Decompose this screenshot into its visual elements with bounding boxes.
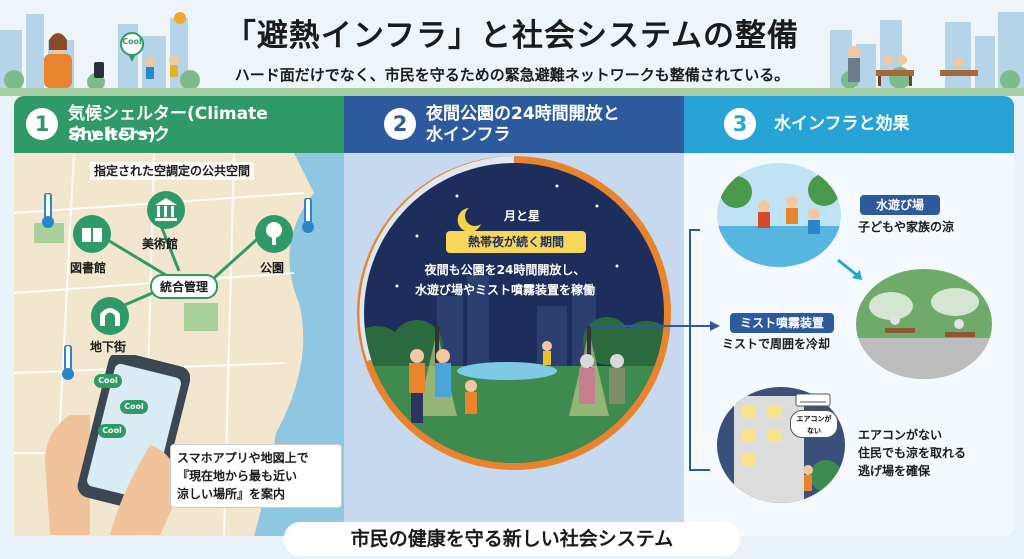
moon-stars-label: 月と星 [503, 209, 540, 223]
phone-cool-badge: Cool [120, 400, 148, 414]
park-tree-icon [255, 215, 293, 253]
section1-title-line2: ネットワーク [68, 125, 170, 145]
section3-title: 水インフラと効果 [774, 114, 910, 134]
node-hub-label: 統合管理 [150, 274, 219, 299]
air-conditioner-icon [795, 393, 831, 407]
map-caption: 指定された空調定の公共空間 [90, 162, 255, 180]
header-skyline-illustration [0, 0, 1024, 96]
aircon-desc-line2: 住民でも涼を取れる [858, 446, 967, 460]
section2-desc-line1: 夜間も公園を24時間開放し、 [424, 263, 586, 277]
mist-label: ミスト噴霧装置 [730, 313, 834, 333]
section2-header: 2 夜間公園の24時間開放と 水インフラ [344, 96, 684, 153]
app-note-line2: 『現在地から最も近い [177, 469, 298, 483]
node-park-label: 公園 [260, 261, 285, 275]
museum-icon [147, 191, 185, 229]
aircon-bubble-line2: ない [807, 427, 821, 435]
section2-title-line2: 水インフラ [426, 125, 511, 145]
section2-title-line1: 夜間公園の24時間開放と [426, 104, 620, 124]
mist-desc: ミストで周囲を冷却 [722, 337, 831, 351]
page-subtitle: ハード面だけでなく、市民を守るための緊急避難ネットワークも整備されている。 [234, 66, 790, 84]
section2-desc-line2: 水遊び場やミスト噴霧装置を稼働 [414, 283, 595, 297]
cool-bubble-label: Cool [122, 37, 142, 46]
splash-desc: 子どもや家族の涼 [858, 220, 955, 234]
smartphone-icon [94, 62, 104, 78]
app-note-line3: 涼しい場所』を案内 [177, 487, 286, 501]
section2-number: 2 [384, 108, 416, 140]
library-icon [73, 215, 111, 253]
mist-park-illustration [856, 269, 992, 379]
footer-banner: 市民の健康を守る新しい社会システム [284, 522, 740, 556]
node-museum-label: 美術館 [142, 237, 179, 251]
section1-number: 1 [26, 108, 58, 140]
phone-cool-badge: Cool [98, 424, 126, 438]
aircon-desc-line1: エアコンがない [858, 428, 943, 442]
aircon-bubble: エアコンが ない [790, 410, 838, 438]
aircon-bubble-line1: エアコンが [796, 415, 832, 423]
smartphone-icon [45, 355, 190, 535]
night-park-illustration [357, 156, 671, 470]
splash-pad-illustration [717, 163, 841, 267]
tropical-night-period-label: 熱帯夜が続く期間 [446, 231, 586, 253]
thermometer-icon [42, 193, 54, 228]
moon-icon [457, 208, 481, 232]
splash-label: 水遊び場 [860, 195, 940, 215]
aircon-desc-line3: 逃げ場を確保 [858, 464, 931, 478]
section1-title-line1: 気候シェルター(Climate Shelters) [68, 104, 268, 145]
section3-number: 3 [724, 108, 756, 140]
sun-icon [174, 12, 186, 24]
thermometer-icon [62, 345, 74, 380]
section1-header: 1 気候シェルター(Climate Shelters) ネットワーク [14, 96, 344, 153]
arrow-icon [590, 229, 720, 471]
phone-cool-badge: Cool [94, 374, 122, 388]
node-library-label: 図書館 [70, 261, 107, 275]
node-underground-label: 地下街 [90, 340, 127, 354]
section3-header: 3 水インフラと効果 [684, 96, 1014, 153]
page-title: 「避熱インフラ」と社会システムの整備 [224, 18, 800, 54]
underground-arch-icon [91, 297, 129, 335]
app-note-box: スマホアプリや地図上で 『現在地から最も近い 涼しい場所』を案内 [170, 444, 342, 508]
thermometer-icon [302, 198, 314, 233]
arrow-icon [837, 258, 862, 280]
app-note-line1: スマホアプリや地図上で [177, 451, 309, 465]
